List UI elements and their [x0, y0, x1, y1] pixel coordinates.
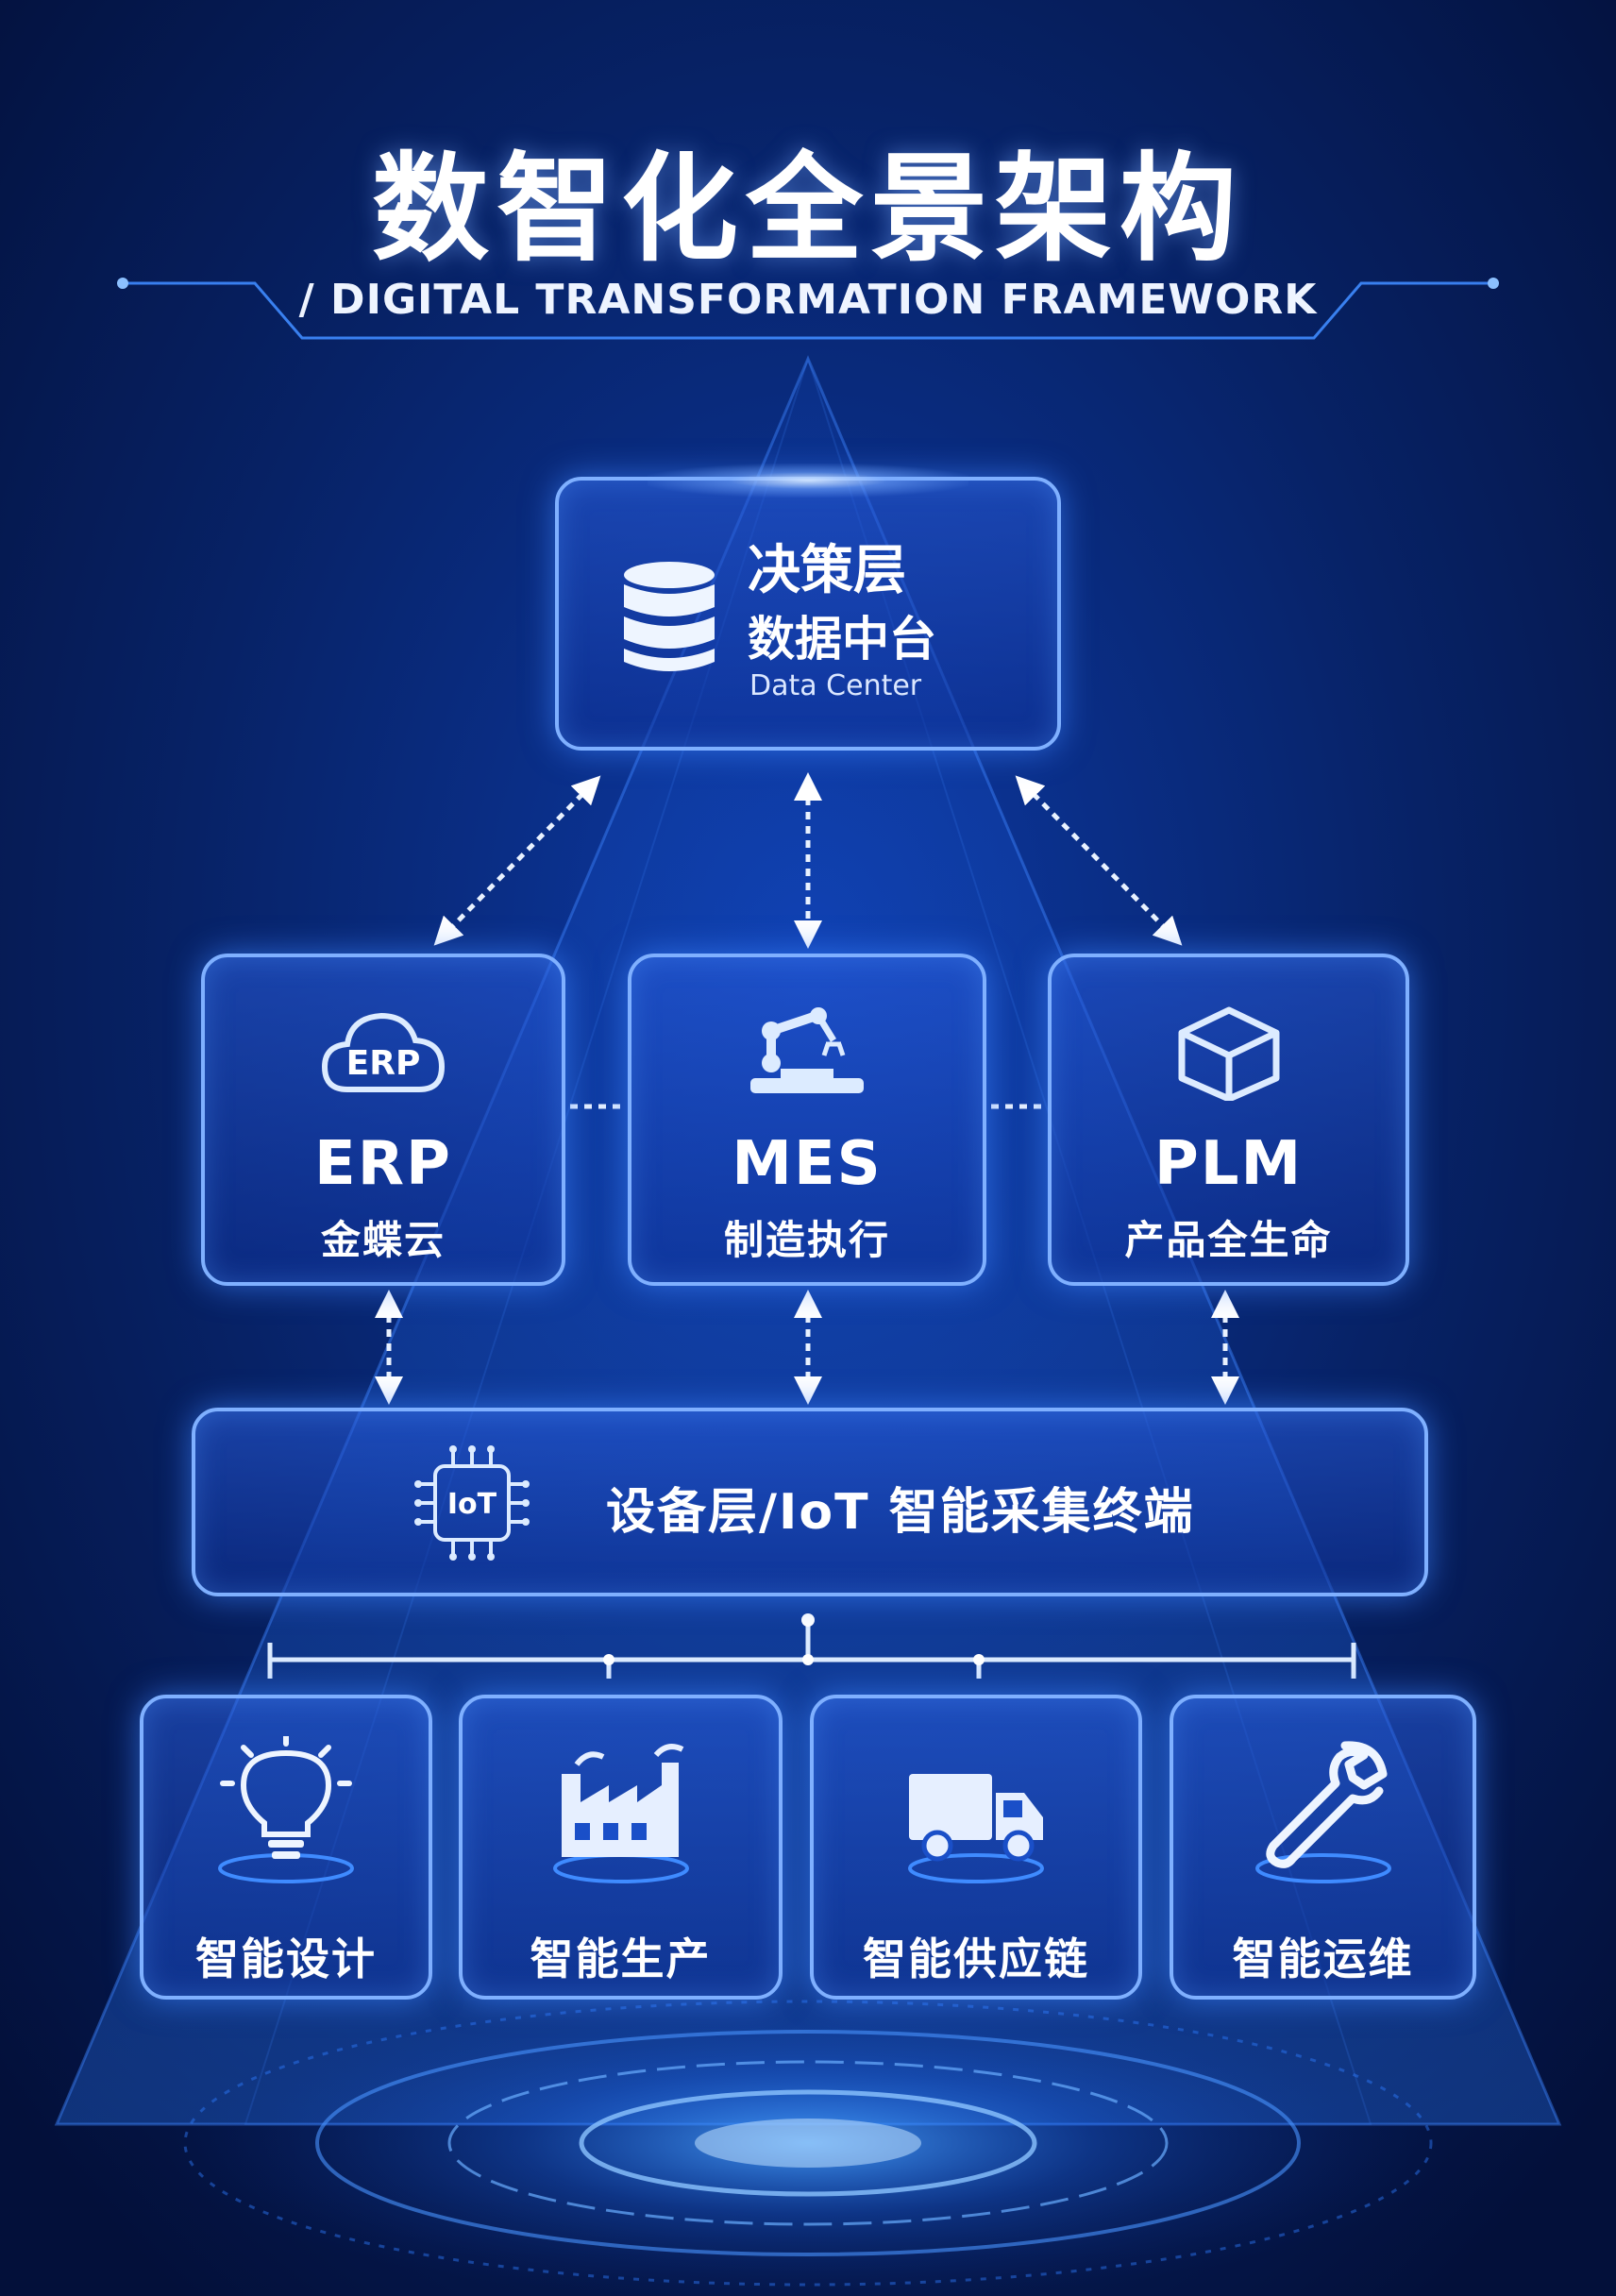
device-layer-box[interactable]: IoT 设备层/IoT 智能采集终端 — [192, 1408, 1428, 1596]
application-label: 智能设计 — [195, 1933, 377, 1984]
database-icon — [624, 562, 715, 671]
application-box-operations[interactable]: 智能运维 — [1170, 1695, 1476, 2000]
system-box-mes[interactable]: MES 制造执行 — [628, 954, 986, 1286]
system-code: PLM — [1153, 1129, 1304, 1199]
chip-icon: IoT — [414, 1445, 530, 1561]
system-box-plm[interactable]: PLM 产品全生命 — [1048, 954, 1409, 1286]
application-label: 智能运维 — [1232, 1933, 1414, 1984]
system-box-erp[interactable]: ERP ERP 金蝶云 — [201, 954, 565, 1286]
application-label: 智能供应链 — [863, 1933, 1089, 1984]
cube-icon — [1178, 1006, 1279, 1101]
data-center-cn: 数据中台 — [748, 612, 936, 667]
system-name: 产品全生命 — [1124, 1217, 1333, 1263]
application-box-supply-chain[interactable]: 智能供应链 — [810, 1695, 1142, 2000]
data-center-en: Data Center — [749, 669, 922, 702]
system-code: ERP — [314, 1129, 452, 1199]
decision-layer-title: 决策层 — [748, 540, 906, 601]
lightbulb-icon — [218, 1736, 354, 1883]
application-box-design[interactable]: 智能设计 — [140, 1695, 432, 2000]
application-box-production[interactable]: 智能生产 — [459, 1695, 783, 2000]
page-title: 数智化全景架构 — [371, 142, 1244, 278]
truck-icon — [908, 1774, 1044, 1883]
cloud-icon: ERP — [321, 1012, 446, 1092]
system-code: MES — [732, 1129, 883, 1199]
robot-arm-icon — [750, 1007, 864, 1093]
wrench-icon — [1254, 1741, 1391, 1883]
page-subtitle: / DIGITAL TRANSFORMATION FRAMEWORK — [298, 276, 1318, 324]
device-layer-label: 设备层/IoT 智能采集终端 — [606, 1484, 1195, 1541]
decision-layer-box[interactable]: 决策层 数据中台 Data Center — [555, 464, 1061, 751]
factory-icon — [552, 1744, 689, 1883]
iot-icon-text: IoT — [447, 1488, 497, 1521]
erp-icon-text: ERP — [346, 1044, 421, 1083]
system-name: 金蝶云 — [320, 1217, 446, 1263]
system-name: 制造执行 — [723, 1217, 890, 1263]
application-label: 智能生产 — [530, 1933, 712, 1984]
